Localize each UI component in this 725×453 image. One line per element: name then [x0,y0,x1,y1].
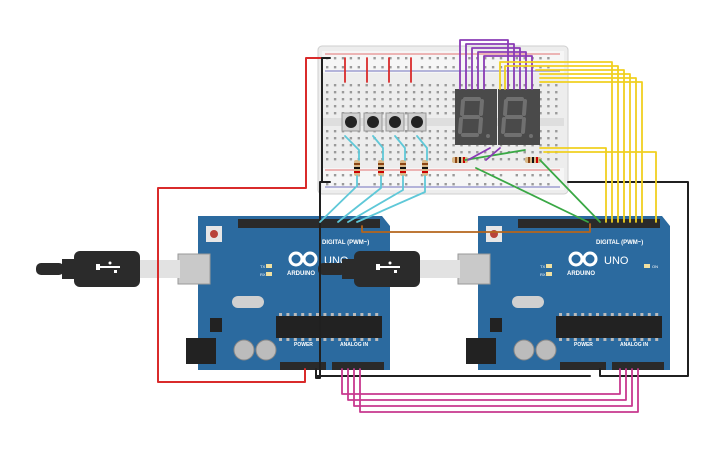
power-label-left: POWER [294,342,313,348]
arduino-brand-right: ARDUINO [567,271,595,277]
resistor-6[interactable] [525,157,541,163]
wire-green-common[interactable] [464,149,601,223]
power-label-right: POWER [574,342,593,348]
seven-segment-display-1[interactable] [455,89,497,145]
power-jack-left[interactable] [186,338,216,364]
arduino-uno-left[interactable]: DIGITAL (PWM~) ARDUINO UNO TX RX POWER A… [36,216,390,370]
wire-red-button-feeds[interactable] [344,57,412,83]
resistor-4[interactable] [422,160,428,176]
resistors[interactable] [354,157,541,176]
usb-cable-right[interactable] [318,251,460,287]
arduino-brand-left: ARDUINO [287,271,315,277]
usb-port-right[interactable] [457,253,491,285]
usb-port-left[interactable] [177,253,211,285]
digital-label-left: DIGITAL (PWM~) [322,240,369,246]
pushbutton-1[interactable] [341,112,361,132]
tx-label-right: TX [540,264,545,269]
resistor-5[interactable] [452,157,468,163]
analog-header-left[interactable] [332,362,384,370]
pushbutton-4[interactable] [407,112,427,132]
resistor-2[interactable] [378,160,384,176]
rx-label-left: RX [260,272,266,277]
wire-cyan-buttons[interactable] [319,135,428,223]
wire-red-power[interactable] [157,57,323,383]
analog-label-left: ANALOG IN [340,342,368,348]
pushbutton-3[interactable] [385,112,405,132]
analog-label-right: ANALOG IN [620,342,648,348]
power-header-left[interactable] [280,362,326,370]
wire-black-ground-right[interactable] [567,181,689,377]
reset-button-right[interactable] [486,226,502,242]
wire-yellow-segments[interactable] [499,61,657,223]
atmega-chip-left [276,313,382,341]
atmega-chip-right [556,313,662,341]
tx-label-left: TX [260,264,265,269]
rx-label-right: RX [540,272,546,277]
digital-label-right: DIGITAL (PWM~) [596,240,643,246]
pushbutton-2[interactable] [363,112,383,132]
pushbuttons[interactable] [341,112,427,132]
resistor-3[interactable] [400,160,406,176]
arduino-uno-right[interactable]: DIGITAL (PWM~) ARDUINO UNO TX RX ON POWE… [318,216,670,370]
wire-brown-serial[interactable] [361,223,591,233]
seven-segment-display-2[interactable] [498,89,540,145]
digital-header-left[interactable] [238,219,380,228]
power-header-right[interactable] [560,362,606,370]
on-label-right: ON [652,264,658,269]
power-jack-right[interactable] [466,338,496,364]
resistor-1[interactable] [354,160,360,176]
digital-header-right[interactable] [518,219,660,228]
reset-button-left[interactable] [206,226,222,242]
analog-header-right[interactable] [612,362,664,370]
arduino-logo-right: ARDUINO UNO [567,251,629,277]
uno-model-right: UNO [604,255,629,267]
wire-magenta-analog[interactable] [341,368,639,413]
wire-black-ground-top[interactable] [321,57,331,183]
